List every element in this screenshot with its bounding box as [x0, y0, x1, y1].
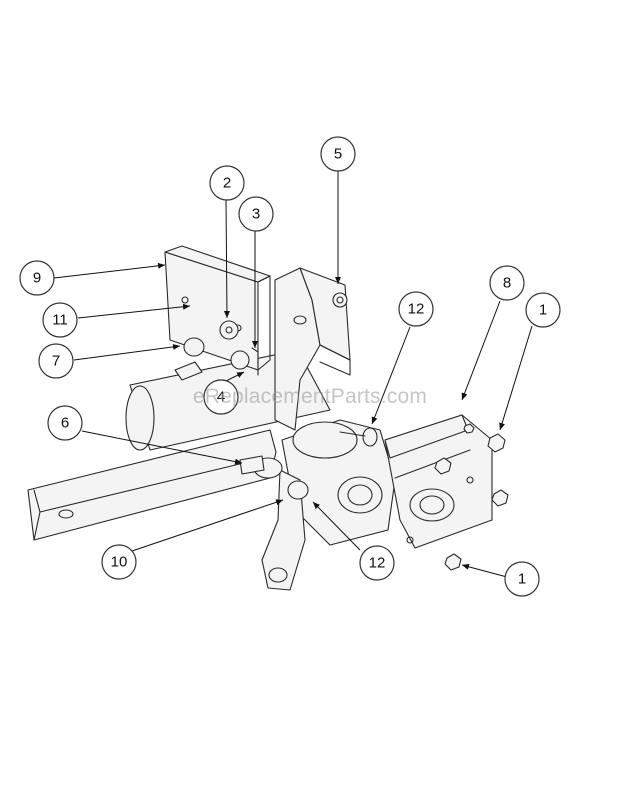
callout-label: 1	[518, 571, 526, 588]
leader-lines	[53, 171, 533, 578]
callout-label: 12	[408, 301, 425, 318]
callout-11: 11	[42, 302, 78, 338]
callout-label: 2	[223, 175, 231, 192]
callout-label: 8	[503, 275, 511, 292]
callout-label: 1	[539, 302, 547, 319]
callout-label: 7	[52, 353, 60, 370]
callout-5: 5	[320, 136, 356, 172]
callout-7: 7	[38, 343, 74, 379]
callout-label: 12	[369, 555, 386, 572]
callout-12-top: 12	[398, 291, 434, 327]
pivot-bracket	[274, 267, 351, 431]
callout-label: 3	[252, 206, 260, 223]
callout-1-bottom: 1	[504, 561, 540, 597]
callout-12-bottom: 12	[359, 545, 395, 581]
callout-4: 4	[203, 379, 239, 415]
callout-3: 3	[238, 196, 274, 232]
callout-6: 6	[47, 405, 83, 441]
callout-label: 5	[334, 146, 342, 163]
callout-label: 9	[33, 270, 41, 287]
upper-bracket-plate	[164, 245, 271, 371]
callout-label: 6	[61, 415, 69, 432]
callout-label: 4	[217, 389, 225, 406]
callout-label: 10	[111, 554, 128, 571]
callout-10: 10	[101, 544, 137, 580]
callout-2: 2	[209, 165, 245, 201]
callout-8: 8	[489, 265, 525, 301]
callout-9: 9	[19, 260, 55, 296]
right-mount-plate	[384, 414, 493, 549]
callout-label: 11	[52, 312, 68, 329]
hardware	[174, 292, 509, 571]
callout-1-top: 1	[525, 292, 561, 328]
